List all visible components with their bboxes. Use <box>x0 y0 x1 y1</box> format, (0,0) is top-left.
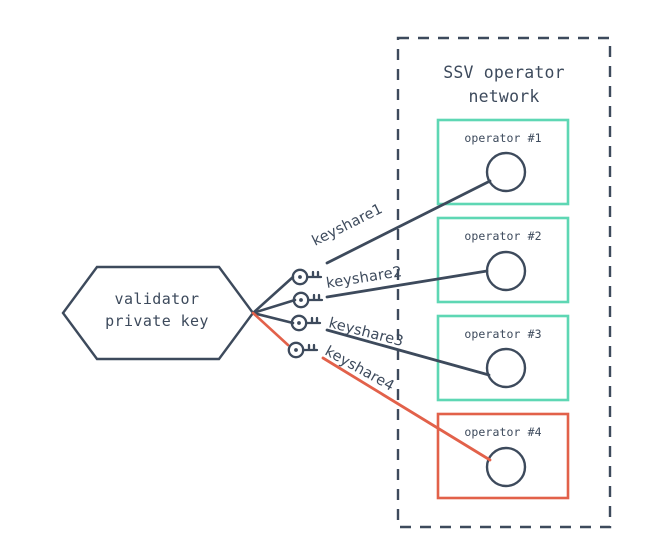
network-title-line1: SSV operator <box>443 63 565 82</box>
operator-node-2[interactable] <box>485 250 527 292</box>
operator-label-1: operator #1 <box>464 131 541 145</box>
operator-box-1[interactable] <box>436 118 570 206</box>
fan-stub-4 <box>251 311 290 347</box>
fan-stub-3 <box>251 311 295 325</box>
keyshare-label-4: keyshare4 <box>322 344 397 395</box>
operator-box-3[interactable] <box>436 314 570 402</box>
fan-stub-1 <box>251 275 295 315</box>
keyshare-label-1: keyshare1 <box>310 201 386 250</box>
keyshare-line-4 <box>321 356 492 462</box>
validator-private-key-shape[interactable] <box>61 265 255 361</box>
operator-node-1[interactable] <box>485 151 527 193</box>
validator-key-label-line1: validator <box>115 290 200 308</box>
network-title-line2: network <box>469 87 540 106</box>
operator-label-2: operator #2 <box>464 229 541 243</box>
ssv-operator-network-container <box>396 36 612 529</box>
operator-box-2[interactable] <box>436 216 570 304</box>
operator-label-3: operator #3 <box>464 327 541 341</box>
operator-label-4: operator #4 <box>464 425 541 439</box>
operator-node-4[interactable] <box>485 446 527 488</box>
key-icon-2 <box>292 291 324 309</box>
key-icon-4 <box>287 341 319 359</box>
keyshare-line-2 <box>325 269 489 299</box>
key-icon-3 <box>290 314 322 332</box>
keyshare-label-3: keyshare3 <box>327 315 405 350</box>
keyshare-line-1 <box>325 179 492 265</box>
operator-box-4[interactable] <box>436 412 570 500</box>
operator-node-3[interactable] <box>485 347 527 389</box>
validator-key-label-line2: private key <box>105 312 209 330</box>
key-icon-1 <box>291 268 323 286</box>
keyshare-line-3 <box>325 328 491 377</box>
fan-stub-2 <box>251 298 297 315</box>
